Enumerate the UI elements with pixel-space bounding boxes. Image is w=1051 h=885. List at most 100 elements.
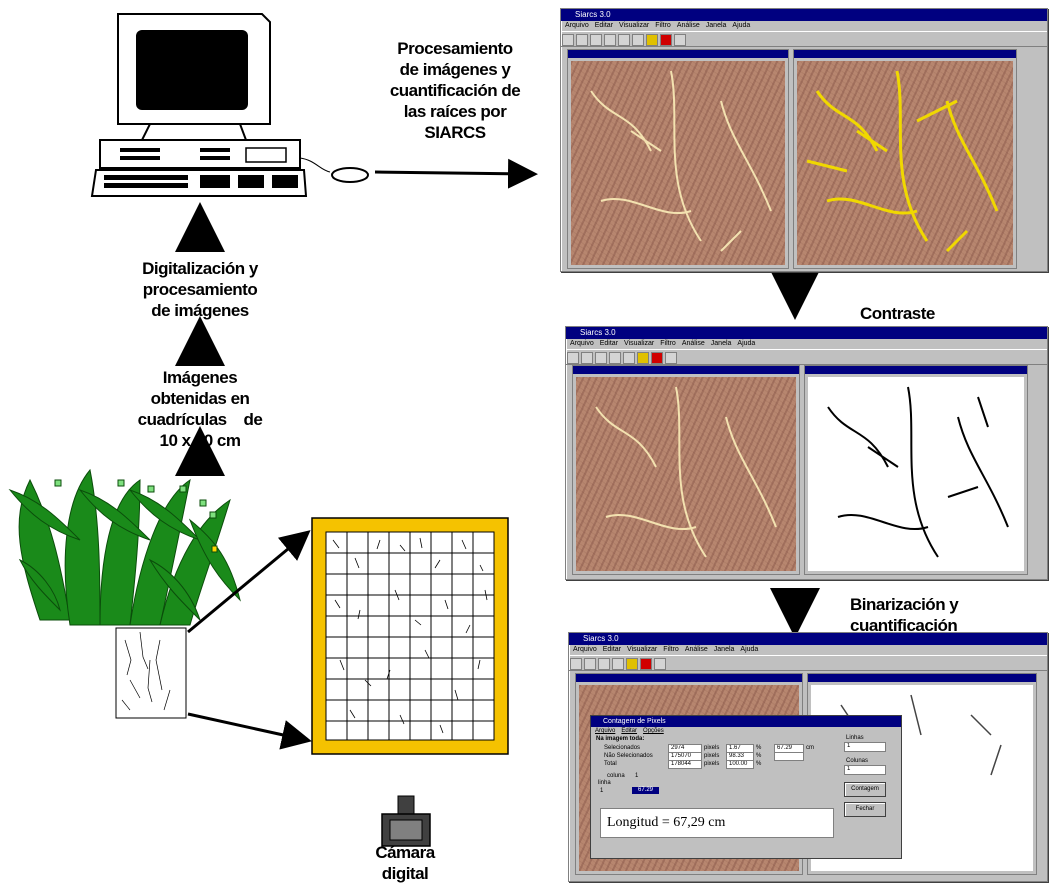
linhas-input[interactable]: 1 [844, 742, 886, 752]
processing-line-3: cuantificación de [389, 81, 521, 100]
tool-button[interactable] [581, 352, 593, 364]
toolbar [569, 655, 1047, 671]
processing-line-2: de imágenes y [399, 60, 511, 79]
menu-editar[interactable]: Editar [602, 646, 622, 653]
tool-button[interactable] [646, 34, 658, 46]
menu-ajuda[interactable]: Ajuda [732, 22, 751, 29]
grid-row-1: 1 [600, 788, 604, 794]
tool-button[interactable] [654, 658, 666, 670]
unit-total: pixels [704, 761, 720, 767]
tool-button[interactable] [567, 352, 579, 364]
arrow-to-siarcs [374, 158, 538, 189]
colunas-label: Colunas [846, 758, 869, 764]
root-sample-box [115, 627, 187, 719]
tool-button[interactable] [609, 352, 621, 364]
menu-bar: Arquivo Editar Visualizar Filtro Análise Jane… [561, 21, 1047, 31]
unit-unselected: pixels [704, 753, 720, 759]
tool-button[interactable] [576, 34, 588, 46]
root-grid-frame [311, 517, 509, 755]
grid-cell-selected[interactable]: 67.29 [632, 787, 660, 794]
computer-icon [90, 13, 369, 197]
menu-janela[interactable]: Janela [710, 340, 732, 347]
colunas-input[interactable]: 1 [844, 765, 886, 775]
menu-ajuda[interactable]: Ajuda [737, 340, 756, 347]
window-title: Siarcs 3.0 [569, 633, 1047, 645]
image-window-highlighted[interactable] [793, 49, 1017, 269]
camera-line-2: digital [381, 864, 429, 883]
arrow-to-grid-top [187, 530, 311, 634]
soil-image-contrast [576, 377, 796, 571]
fechar-button[interactable]: Fechar [844, 802, 886, 817]
tool-button[interactable] [640, 658, 652, 670]
empty-field [774, 752, 804, 761]
tool-button[interactable] [570, 658, 582, 670]
tool-button[interactable] [618, 34, 630, 46]
digitalization-label: Digitalización y procesamiento de imágen… [110, 258, 290, 321]
image-window-original[interactable] [567, 49, 789, 269]
camera-icon [381, 795, 431, 847]
images-line-1: Imágenes [162, 368, 238, 387]
images-line-4: 10 x 10 cm [159, 431, 241, 450]
tool-button[interactable] [590, 34, 602, 46]
toolbar [561, 31, 1047, 47]
menu-filtro[interactable]: Filtro [655, 22, 671, 29]
menu-filtro[interactable]: Filtro [660, 340, 676, 347]
tool-button[interactable] [584, 658, 596, 670]
root-traces-binary [827, 386, 1009, 558]
binarization-line-1: Binarización y [850, 595, 959, 614]
menu-editar[interactable]: Editar [599, 340, 619, 347]
digitalization-line-3: de imágenes [151, 301, 249, 320]
grid-col-1: 1 [635, 773, 639, 779]
image-window-binary[interactable] [804, 365, 1028, 575]
tool-button[interactable] [651, 352, 663, 364]
pct-sign-selected: % [756, 745, 762, 751]
images-label: Imágenes obtenidas en cuadrículas de 10 … [110, 367, 290, 451]
tool-button[interactable] [604, 34, 616, 46]
menu-visualizar[interactable]: Visualizar [624, 340, 655, 347]
tool-button[interactable] [632, 34, 644, 46]
unit-selected: pixels [704, 745, 720, 751]
soil-image-highlighted [797, 61, 1013, 265]
binary-image [808, 377, 1024, 571]
menu-visualizar[interactable]: Visualizar [627, 646, 658, 653]
menu-janela[interactable]: Janela [713, 646, 735, 653]
menu-filtro[interactable]: Filtro [663, 646, 679, 653]
menu-analise[interactable]: Análise [676, 22, 700, 29]
menu-arquivo[interactable]: Arquivo [573, 646, 597, 653]
menu-arquivo[interactable]: Arquivo [565, 22, 589, 29]
dialog-menu-opcoes[interactable]: Opções [643, 728, 664, 734]
tool-button[interactable] [637, 352, 649, 364]
tool-button[interactable] [595, 352, 607, 364]
digitalization-line-1: Digitalización y [142, 259, 258, 278]
tool-button[interactable] [612, 658, 624, 670]
processing-line-5: SIARCS [424, 123, 486, 142]
row-label-selected: Selecionados [604, 745, 641, 751]
menu-visualizar[interactable]: Visualizar [619, 22, 650, 29]
tool-button[interactable] [626, 658, 638, 670]
pct-sign-unselected: % [756, 753, 762, 759]
processing-line-1: Procesamiento [397, 39, 513, 58]
row-label-unselected: Não Selecionados [604, 753, 653, 759]
tool-button[interactable] [660, 34, 672, 46]
tool-button[interactable] [665, 352, 677, 364]
menu-arquivo[interactable]: Arquivo [570, 340, 594, 347]
menu-bar: Arquivo Editar Visualizar Filtro Análise Jane… [569, 645, 1047, 655]
menu-analise[interactable]: Análise [681, 340, 705, 347]
length-result-box: Longitud = 67,29 cm [600, 808, 834, 838]
menu-analise[interactable]: Análise [684, 646, 708, 653]
tool-button[interactable] [674, 34, 686, 46]
image-window-contrast[interactable] [572, 365, 800, 575]
menu-editar[interactable]: Editar [594, 22, 614, 29]
contagem-button[interactable]: Contagem [844, 782, 886, 797]
group-label: Na imagem toda: [596, 736, 645, 742]
dialog-menu-editar[interactable]: Editar [621, 728, 638, 734]
length-unit: cm [806, 745, 814, 751]
tool-button[interactable] [562, 34, 574, 46]
menu-janela[interactable]: Janela [705, 22, 727, 29]
menu-ajuda[interactable]: Ajuda [740, 646, 759, 653]
dialog-menu-arquivo[interactable]: Arquivo [595, 728, 616, 734]
tool-button[interactable] [623, 352, 635, 364]
processing-line-4: las raíces por [403, 102, 507, 121]
grid-row-header: linha [598, 780, 611, 786]
tool-button[interactable] [598, 658, 610, 670]
